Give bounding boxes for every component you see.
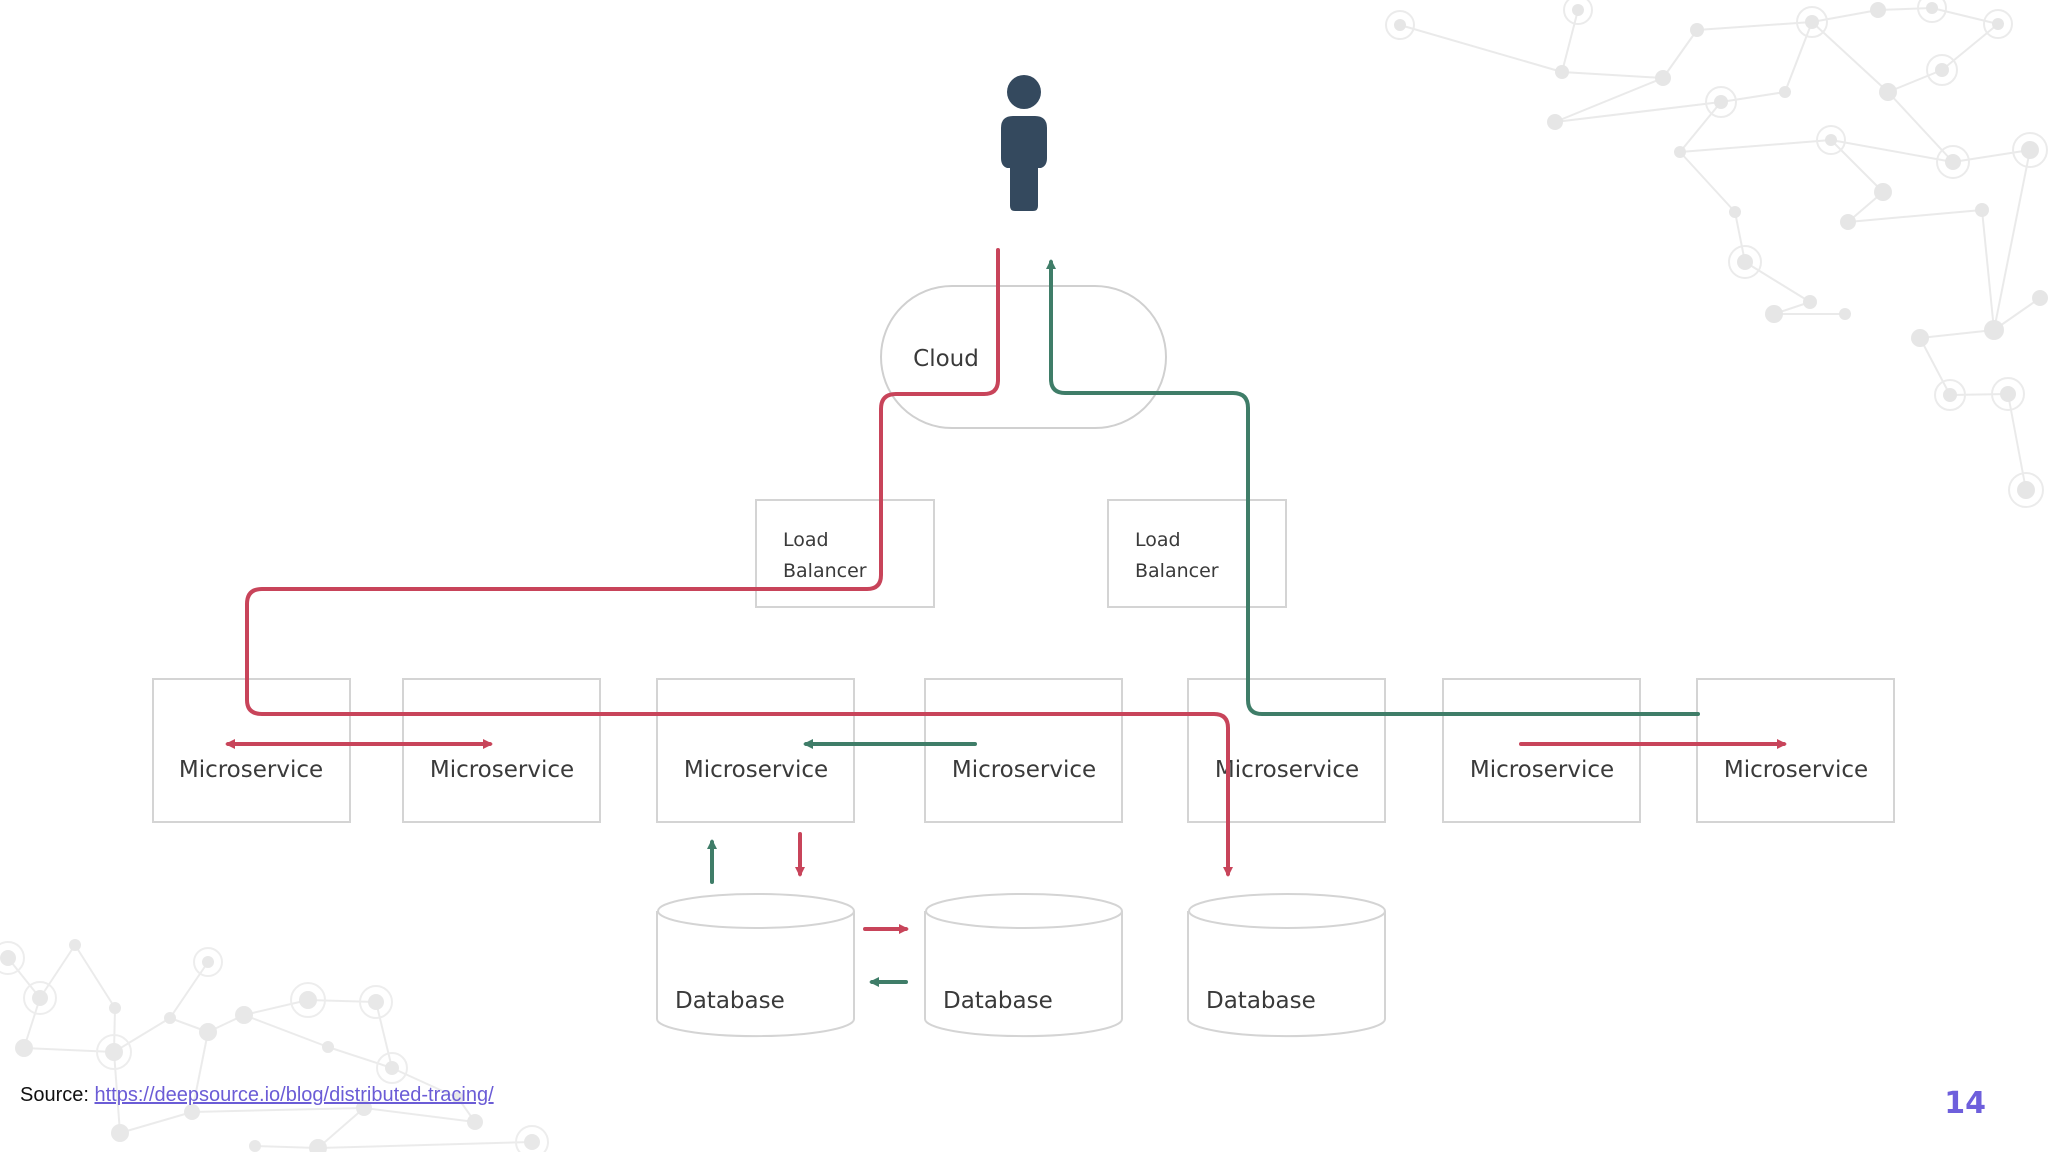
database-node-3: Database [1187,893,1386,1038]
cloud-node: Cloud [880,285,1167,429]
load-balancer-2: Load Balancer [1107,499,1287,608]
source-link[interactable]: https://deepsource.io/blog/distributed-t… [94,1084,494,1106]
database-label: Database [943,988,1053,1014]
user-icon [1001,75,1047,211]
microservice-label: Microservice [952,757,1096,783]
database-node-1: Database [656,893,855,1038]
source-label: Source: [20,1084,89,1106]
network-decoration-icon [1385,0,2048,508]
microservice-node-1: Microservice [152,678,351,823]
database-label: Database [675,988,785,1014]
page-number: 14 [1944,1086,1986,1121]
network-decoration-icon [0,939,549,1152]
load-balancer-label-line2: Balancer [1135,560,1219,582]
microservice-node-7: Microservice [1696,678,1895,823]
microservice-node-6: Microservice [1442,678,1641,823]
response-path [707,259,1700,987]
microservice-label: Microservice [1470,757,1614,783]
load-balancer-label-line2: Balancer [783,560,867,582]
microservice-label: Microservice [1724,757,1868,783]
microservice-node-3: Microservice [656,678,855,823]
microservice-node-2: Microservice [402,678,601,823]
microservice-node-4: Microservice [924,678,1123,823]
microservice-label: Microservice [684,757,828,783]
cloud-label: Cloud [913,346,979,372]
database-node-2: Database [924,893,1123,1038]
microservice-label: Microservice [1215,757,1359,783]
source-citation: Source: https://deepsource.io/blog/distr… [20,1083,540,1107]
load-balancer-label-line1: Load [783,529,829,551]
microservice-label: Microservice [179,757,323,783]
microservice-label: Microservice [430,757,574,783]
microservice-node-5: Microservice [1187,678,1386,823]
request-path [225,248,1787,934]
database-label: Database [1206,988,1316,1014]
load-balancer-label-line1: Load [1135,529,1181,551]
